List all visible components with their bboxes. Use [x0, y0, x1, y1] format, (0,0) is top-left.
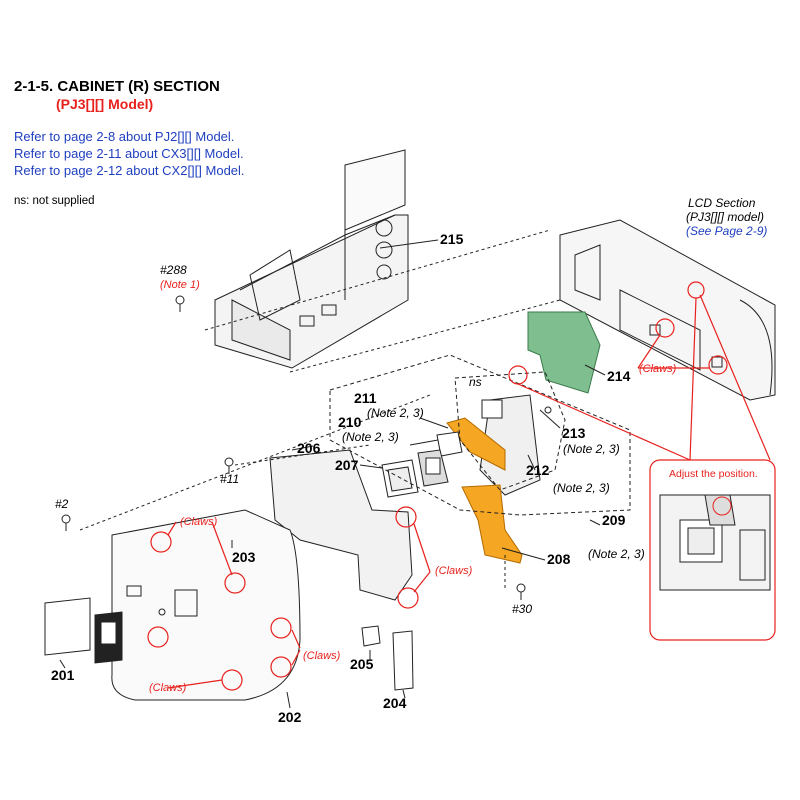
label-212: 212 [526, 462, 550, 478]
label-208: 208 [547, 551, 571, 567]
label-205: 205 [350, 656, 374, 672]
lcd-section-drawing [559, 219, 776, 401]
label-213: 213 [562, 425, 586, 441]
label-206: 206 [297, 440, 321, 456]
label-215: 215 [440, 231, 464, 247]
part-202-cabinet [111, 509, 301, 701]
claws-label-1: (Claws) [180, 516, 218, 528]
part-208-flex [461, 484, 523, 564]
note-210: (Note 2, 3) [342, 430, 399, 444]
part-215-frame [214, 149, 409, 369]
lcd-section-model: (PJ3[][] model) [686, 210, 765, 224]
part-204-sheet [392, 630, 414, 691]
lcd-section-title: LCD Section [688, 196, 756, 210]
note-213: (Note 2, 3) [563, 442, 620, 456]
note-209: (Note 2, 3) [588, 547, 645, 561]
label-214: 214 [607, 368, 631, 384]
note-212: (Note 2, 3) [553, 481, 610, 495]
ref-link-cx3[interactable]: Refer to page 2-11 about CX3[][] Model. [14, 146, 244, 161]
label-207: 207 [335, 457, 359, 473]
note-1: (Note 1) [160, 279, 200, 291]
lcd-section-see-page[interactable]: (See Page 2-9) [686, 224, 768, 238]
ns-legend: ns: not supplied [14, 195, 95, 207]
screw-30: #30 [512, 602, 533, 616]
claws-label-4: (Claws) [435, 565, 473, 577]
part-201-badge [44, 597, 123, 664]
part-207-window [381, 449, 449, 498]
ref-link-pj2[interactable]: Refer to page 2-8 about PJ2[][] Model. [14, 129, 235, 144]
zoom-inset [659, 494, 771, 591]
adjust-position-note: Adjust the position. [669, 468, 758, 480]
label-211: 211 [354, 390, 377, 406]
claws-label-3: (Claws) [303, 650, 341, 662]
screw-11: #11 [220, 472, 240, 486]
part-214-board [527, 311, 601, 394]
part-210-sheet [436, 431, 463, 457]
label-202: 202 [278, 709, 302, 725]
label-203: 203 [232, 549, 256, 565]
ref-link-cx2[interactable]: Refer to page 2-12 about CX2[][] Model. [14, 163, 245, 178]
section-title: 2-1-5. CABINET (R) SECTION [14, 78, 220, 95]
claws-label-2: (Claws) [149, 682, 187, 694]
part-212-module [479, 394, 552, 496]
label-209: 209 [602, 512, 626, 528]
model-subtitle: (PJ3[][] Model) [56, 96, 154, 112]
part-211-flex [446, 417, 506, 471]
label-204: 204 [383, 695, 407, 711]
note-211: (Note 2, 3) [367, 406, 424, 420]
ns-marker: ns [469, 375, 482, 389]
screw-2: #2 [55, 497, 69, 511]
label-210: 210 [338, 414, 362, 430]
screw-288: #288 [160, 263, 187, 277]
claws-label-5: (Claws) [639, 363, 677, 375]
label-201: 201 [51, 667, 75, 683]
part-205-sheet [361, 625, 381, 647]
